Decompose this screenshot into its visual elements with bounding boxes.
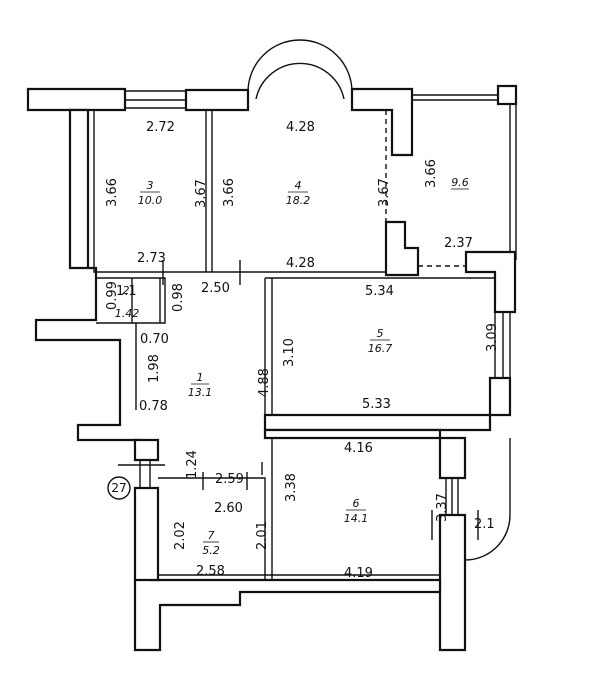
dim-r2-top: 1.1	[116, 284, 137, 299]
walls	[26, 39, 518, 652]
room-7-label: 7 5.2	[202, 529, 220, 557]
dim-balcony-bottom: 2.37	[444, 236, 473, 251]
room-number: 7	[208, 529, 215, 542]
dim-r5-left: 3.10	[282, 338, 297, 367]
wall-hall-r6	[263, 428, 442, 440]
dim-hall-d: 1.24	[185, 450, 200, 479]
room-area: 9.6	[451, 176, 469, 189]
dim-r2-right: 0.98	[171, 283, 186, 312]
dim-hall-top: 2.50	[201, 281, 230, 296]
dim-marks	[118, 260, 479, 540]
room-area: 1.42	[115, 307, 140, 320]
dim-r7-left: 2.02	[173, 521, 188, 550]
dimensions: 2.72 3.66 3.67 2.73 4.28 3.66 3.67 4.28 …	[105, 120, 500, 581]
room-area: 5.2	[202, 544, 220, 557]
dim-r3-bottom: 2.73	[137, 251, 166, 266]
wall-bottom	[133, 578, 442, 652]
dim-r6-top: 4.16	[344, 441, 373, 456]
room-labels: 1 13.1 2 1.42 3 10.0 4 18.2 5 16.7 6 14.…	[115, 176, 469, 557]
wall-top-left	[26, 87, 127, 112]
bay-window-outer	[247, 39, 353, 93]
partition-hall-r7	[158, 438, 273, 580]
wall-r6-right	[438, 436, 467, 480]
window-top-left	[125, 90, 186, 109]
dim-r4-bottom: 4.28	[286, 256, 315, 271]
dim-r3-top: 2.72	[146, 120, 175, 135]
apartment-badge: 27	[107, 476, 131, 500]
dim-r4-left: 3.66	[222, 178, 237, 207]
dim-r7-right: 2.01	[255, 521, 270, 550]
wall-right-stub	[464, 250, 517, 314]
dim-r6-right: 3.37	[435, 493, 450, 522]
balcony-post	[496, 84, 518, 106]
room-3-label: 3 10.0	[138, 179, 163, 207]
dim-r3-right: 3.67	[194, 179, 209, 208]
dim-r4-right: 3.67	[377, 178, 392, 207]
dim-r6-bottom: 4.19	[344, 566, 373, 581]
room-number: 4	[295, 179, 302, 192]
dim-r7-bottom: 2.58	[196, 564, 225, 579]
room-4-label: 4 18.2	[286, 179, 311, 207]
dim-hall-bottom: 2.59	[215, 472, 244, 487]
door-arc-r6	[464, 438, 511, 561]
wall-balcony-stub	[384, 220, 420, 277]
dim-r5-bottom: 5.33	[362, 397, 391, 412]
dim-r7-top: 2.60	[214, 501, 243, 516]
room-1-label: 1 13.1	[188, 371, 213, 399]
dim-r2-left: 0.99	[105, 281, 120, 310]
partition-r2	[96, 277, 166, 324]
dim-hall-b: 1.98	[147, 354, 162, 383]
wall-top-mid	[184, 88, 250, 112]
wall-left-r7	[133, 486, 160, 582]
dim-r5-right: 3.09	[485, 323, 500, 352]
dim-hall-right: 4.88	[257, 368, 272, 397]
dim-r5-top: 5.34	[365, 284, 394, 299]
room-area: 10.0	[138, 194, 163, 207]
bay-window-inner	[255, 62, 345, 100]
wall-top-right	[350, 87, 414, 157]
entry-door	[139, 460, 151, 488]
room-number: 6	[353, 497, 360, 510]
dim-hall-a: 0.70	[140, 332, 169, 347]
window-right	[494, 312, 511, 378]
room-6-label: 6 14.1	[344, 497, 369, 525]
room-area: 18.2	[286, 194, 311, 207]
wall-left-lower	[133, 438, 160, 462]
dim-r4-top: 4.28	[286, 120, 315, 135]
partition-hall-r5	[264, 277, 495, 415]
partition-r3-r4	[205, 110, 213, 272]
room-2-label: 2 1.42	[115, 284, 140, 320]
dim-hall-c: 0.78	[139, 399, 168, 414]
room-number: 5	[377, 327, 384, 340]
partitions	[93, 110, 495, 580]
room-number: 2	[123, 284, 130, 297]
room-number: 1	[197, 371, 204, 384]
wall-r6-right-lower	[438, 513, 467, 652]
room-number: 3	[147, 179, 154, 192]
room-5-label: 5 16.7	[368, 327, 393, 355]
balcony-label: 9.6	[451, 176, 469, 190]
dim-r6-ext: 2.1	[474, 517, 495, 532]
room-area: 16.7	[368, 342, 393, 355]
partition-r3	[93, 110, 386, 273]
room-area: 13.1	[188, 386, 213, 399]
apartment-number: 27	[111, 481, 126, 495]
dim-balcony-left: 3.66	[424, 159, 439, 188]
dim-r3-left: 3.66	[105, 178, 120, 207]
wall-left-outer	[68, 108, 90, 270]
wall-left-corridor	[34, 266, 142, 445]
dim-r6-left: 3.38	[284, 473, 299, 502]
window-r6	[445, 478, 459, 515]
room-area: 14.1	[344, 512, 369, 525]
